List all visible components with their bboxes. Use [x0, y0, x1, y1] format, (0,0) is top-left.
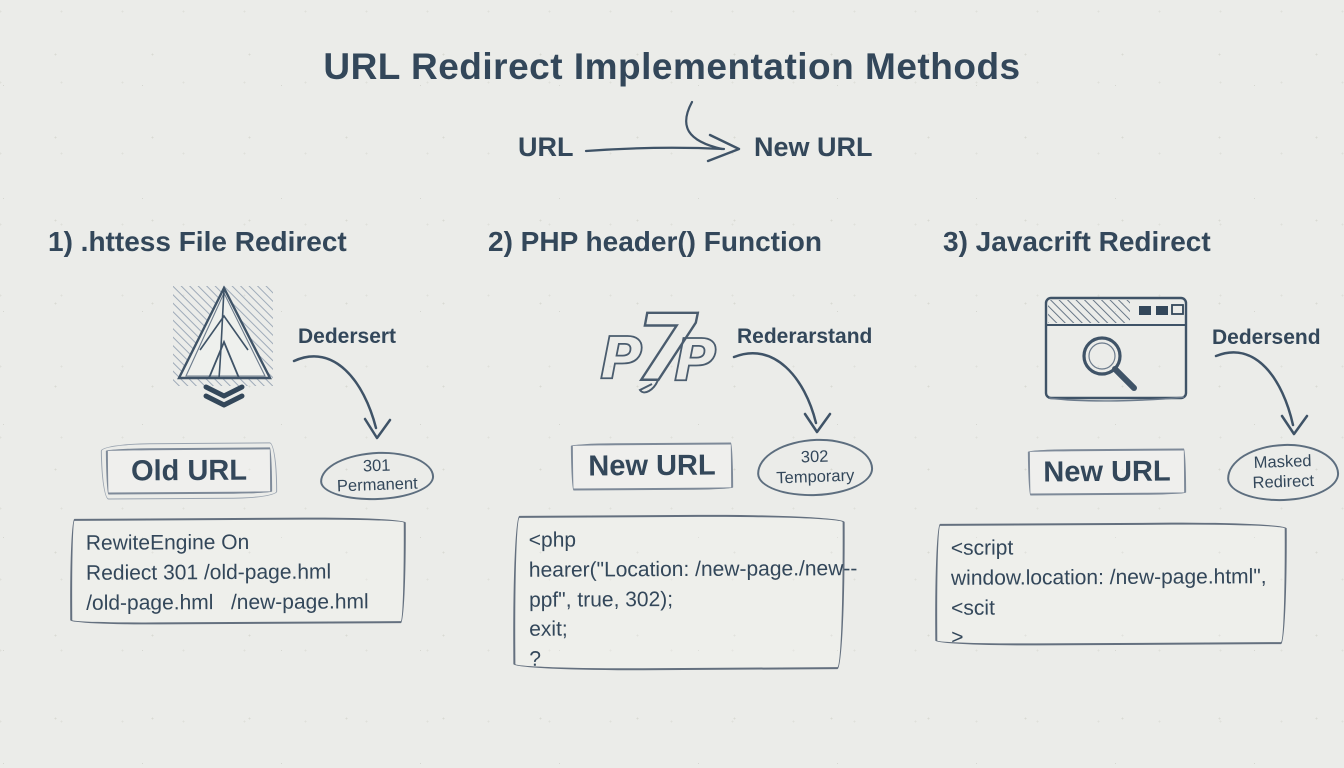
method-2-url-box: New URL	[570, 442, 734, 491]
method-3-url-box: New URL	[1027, 448, 1187, 496]
method-3-url-label: New URL	[1043, 455, 1171, 488]
chevron-down-icon	[203, 384, 245, 399]
method-2-status-badge: 302 Temporary	[756, 436, 874, 499]
badge-line: Temporary	[776, 466, 855, 487]
code-line: hearer("Location: /new-page./new--	[528, 556, 858, 582]
flow-new-url-label: New URL	[754, 132, 873, 162]
apache-feather-icon	[173, 285, 273, 408]
method-column-htaccess: 1) .httess File Redirect Dedersert Old U…	[40, 220, 460, 700]
code-line: ?	[529, 647, 542, 672]
method-2-action-label: Rederarstand	[737, 325, 873, 348]
method-1-action-label: Dedersert	[298, 325, 397, 348]
flow-url-label: URL	[518, 132, 574, 162]
badge-line: Permanent	[336, 474, 418, 496]
badge-line: Masked	[1253, 452, 1312, 473]
titlebar-button	[1139, 306, 1151, 315]
method-1-url-label: Old URL	[130, 454, 248, 487]
code-line: RewiteEngine On	[85, 530, 250, 555]
magnifier-handle	[1112, 366, 1137, 391]
feather-triangle	[177, 285, 272, 380]
title-to-flow-curve	[685, 100, 724, 151]
method-1-heading: 1) .httess File Redirect	[48, 226, 347, 257]
method-1-status-badge: 301 Permanent	[319, 450, 435, 502]
titlebar-button	[1156, 306, 1168, 315]
method-1-code-box: RewiteEngine On Rediect 301 /old-page.hm…	[69, 517, 407, 625]
code-line: /old-page.hml /new-page.hml	[86, 589, 369, 615]
method-3-action-label: Dedersend	[1212, 326, 1321, 349]
php-logo-icon: P 7 P	[600, 298, 717, 398]
page-title: URL Redirect Implementation Methods	[323, 46, 1021, 87]
badge-line: 302	[800, 447, 829, 467]
method-column-javascript: 3) Javacrift Redirect Dedersend New URL …	[930, 220, 1344, 700]
php-letter-p-left: P	[600, 324, 643, 392]
code-line: <script	[950, 536, 1014, 560]
code-line: <php	[528, 528, 577, 552]
code-line: exit;	[529, 618, 568, 642]
method-2-code-box: <php hearer("Location: /new-page./new-- …	[512, 514, 858, 672]
flow-arrow-line	[584, 146, 726, 153]
titlebar-hatch	[1048, 300, 1130, 323]
php-swoosh-7: 7	[634, 298, 698, 398]
code-line: <scit	[951, 596, 995, 620]
code-line: Rediect 301 /old-page.hml	[85, 560, 332, 585]
badge-line: Redirect	[1252, 471, 1315, 492]
method-3-code-box: <script window.location: /new-page.html"…	[934, 522, 1288, 649]
method-1-url-box: Old URL	[100, 442, 278, 500]
method-column-php: 2) PHP header() Function P 7 P Rederarst…	[480, 220, 900, 700]
code-line: window.location: /new-page.html",	[950, 564, 1267, 590]
magnifier-glass	[1082, 336, 1122, 376]
flow-arrow-head	[706, 133, 741, 163]
browser-search-icon	[1044, 296, 1188, 402]
browser-window-frame	[1044, 296, 1188, 400]
php-swoosh-tail	[638, 379, 659, 394]
code-line: ppf", true, 302);	[528, 587, 674, 612]
code-line: >	[951, 626, 964, 650]
titlebar-button	[1171, 304, 1184, 315]
method-2-url-label: New URL	[588, 449, 716, 483]
php-letter-p-right: P	[674, 326, 717, 394]
badge-line: 301	[362, 456, 391, 476]
method-2-heading: 2) PHP header() Function	[488, 226, 822, 257]
method-3-heading: 3) Javacrift Redirect	[943, 226, 1211, 257]
method-3-status-badge: Masked Redirect	[1226, 442, 1340, 503]
